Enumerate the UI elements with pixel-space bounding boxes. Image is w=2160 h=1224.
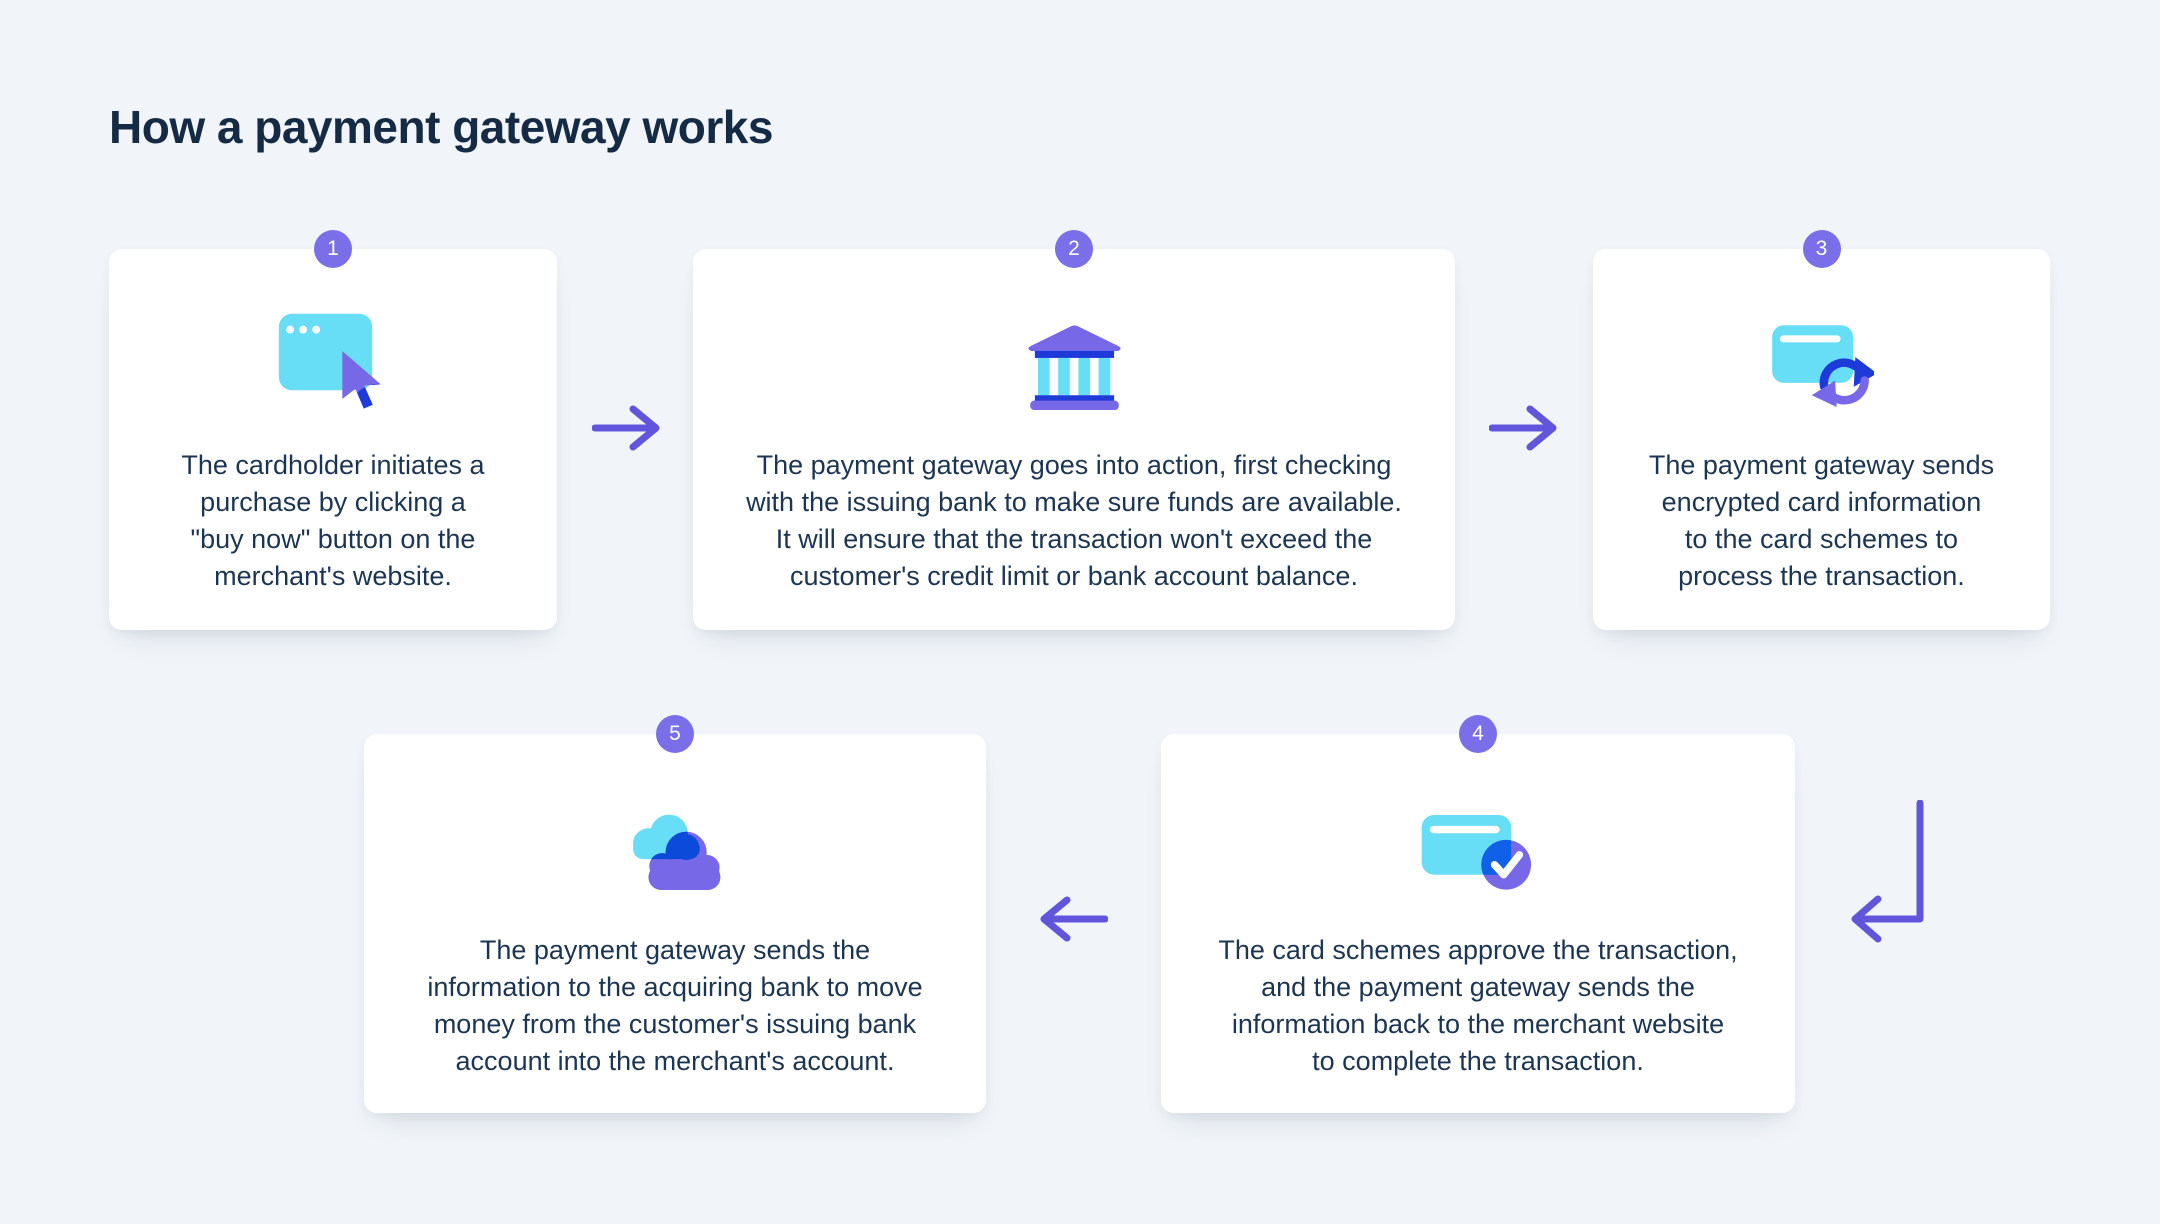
arrow-corner-down-left-icon — [1846, 800, 1930, 944]
bank-icon — [1024, 293, 1125, 439]
step-5-description: The payment gateway sends the informatio… — [427, 935, 923, 1076]
step-3-number-badge: 3 — [1802, 230, 1841, 268]
step-card-2: 2 The payment gateway goes into action, … — [693, 230, 1455, 630]
page-title: How a payment gateway works — [109, 101, 773, 153]
step-card-3: 3 The payment gateway sends encrypted ca… — [1593, 230, 2050, 630]
card-approved-icon — [1420, 778, 1536, 924]
step-2-description: The payment gateway goes into action, fi… — [746, 450, 1402, 591]
step-1-description: The cardholder initiates a purchase by c… — [181, 450, 485, 591]
card-sync-icon — [1769, 293, 1874, 439]
step-card-4: 4 The card schemes approve the transacti… — [1161, 715, 1795, 1113]
step-1-number-badge: 1 — [314, 230, 352, 268]
cloud-transfer-icon — [619, 778, 731, 924]
step-3-description: The payment gateway sends encrypted card… — [1648, 450, 1995, 591]
step-card-1: 1 The cardholder initiates a purchase by… — [109, 230, 557, 630]
arrow-right-icon — [592, 405, 662, 451]
step-4-description: The card schemes approve the transaction… — [1218, 935, 1738, 1076]
step-5-number-badge: 5 — [656, 715, 694, 753]
step-2-number-badge: 2 — [1055, 230, 1093, 268]
browser-click-icon — [277, 293, 389, 439]
step-card-5: 5 — [364, 715, 986, 1113]
arrow-right-icon — [1489, 405, 1559, 451]
step-4-number-badge: 4 — [1459, 715, 1497, 753]
arrow-left-icon — [1038, 896, 1108, 942]
